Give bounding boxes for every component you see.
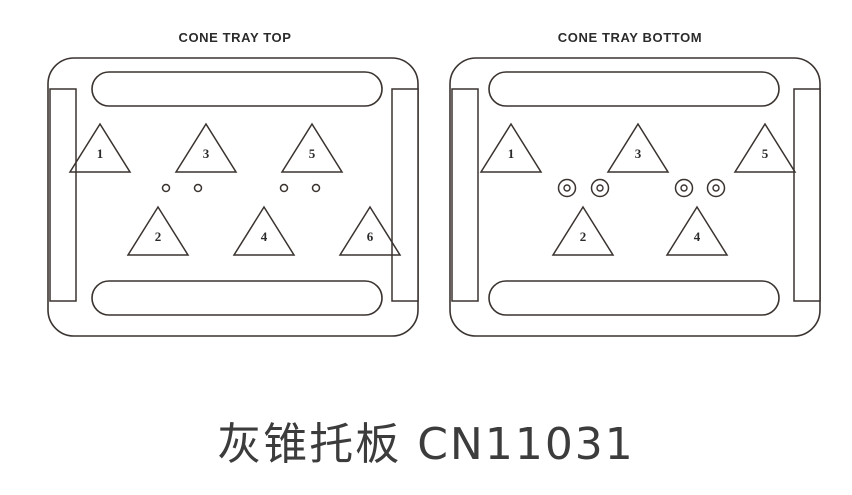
pin-outer-circle [193,183,203,193]
pin-outer-circle [279,183,289,193]
left-side-slot [451,88,479,302]
pin-outer-circle [161,183,171,193]
cone-marker-4: 4 [232,205,296,256]
cone-marker-1: 1 [68,122,132,173]
right-side-slot [391,88,419,302]
locating-pin-4 [706,178,726,198]
cone-marker-3: 3 [606,122,670,173]
pin-inner-circle [596,184,604,192]
cone-number-label: 5 [762,146,769,161]
cone-marker-5: 5 [280,122,344,173]
cone-number-label: 4 [694,229,701,244]
cone-triangle [68,122,132,173]
top-handle-slot [91,71,383,107]
pin-outer-circle [706,178,726,198]
cone-marker-4: 4 [665,205,729,256]
pin-inner-circle [712,184,720,192]
locating-pin-4 [311,183,321,193]
pin-inner-circle [680,184,688,192]
locating-pin-1 [557,178,577,198]
right-side-slot [793,88,821,302]
cone-triangle [479,122,543,173]
cone-marker-5: 5 [733,122,797,173]
cone-triangle [338,205,402,256]
cone-triangle [280,122,344,173]
cone-number-label: 6 [367,229,374,244]
pin-outer-circle [557,178,577,198]
cone-triangle [665,205,729,256]
top-handle-slot [488,71,780,107]
cone-marker-2: 2 [551,205,615,256]
part-caption: 灰锥托板 CN11031 [217,419,635,470]
tray-cone-tray-top: 1 3 5 2 4 6 [47,57,419,337]
cone-triangle [551,205,615,256]
pin-outer-circle [590,178,610,198]
locating-pin-2 [193,183,203,193]
cone-number-label: 2 [155,229,162,244]
cone-triangle [174,122,238,173]
left-side-slot [49,88,77,302]
pin-outer-circle [311,183,321,193]
tray-title-bottom: CONE TRAY BOTTOM [557,30,703,45]
cone-number-label: 5 [309,146,316,161]
tray-cone-tray-bottom: 1 3 5 2 4 [449,57,821,337]
cone-marker-3: 3 [174,122,238,173]
cone-number-label: 3 [203,146,210,161]
pin-inner-circle [563,184,571,192]
cone-marker-6: 6 [338,205,402,256]
cone-marker-2: 2 [126,205,190,256]
locating-pin-2 [590,178,610,198]
cone-number-label: 4 [261,229,268,244]
tray-title-top: CONE TRAY TOP [178,30,292,45]
locating-pin-1 [161,183,171,193]
bottom-handle-slot [488,280,780,316]
cone-number-label: 3 [635,146,642,161]
cone-marker-1: 1 [479,122,543,173]
cone-number-label: 2 [580,229,587,244]
cone-triangle [733,122,797,173]
cone-triangle [232,205,296,256]
cone-number-label: 1 [508,146,515,161]
cone-triangle [606,122,670,173]
locating-pin-3 [674,178,694,198]
bottom-handle-slot [91,280,383,316]
locating-pin-3 [279,183,289,193]
cone-number-label: 1 [97,146,104,161]
cone-triangle [126,205,190,256]
pin-outer-circle [674,178,694,198]
